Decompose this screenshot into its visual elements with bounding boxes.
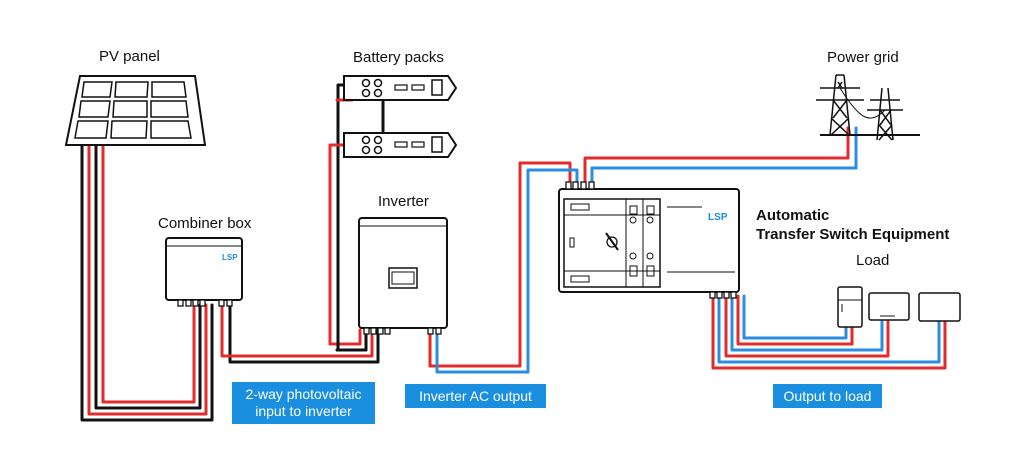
pv-panel-label: PV panel [99,48,160,65]
ats-unit: LSP [558,181,740,299]
battery-packs-label: Battery packs [353,49,444,66]
pv-input-tag-line1: 2-way photovoltaic [245,386,362,402]
power-grid-label: Power grid [827,49,899,66]
load-wires [711,294,947,370]
fridge-icon [837,286,863,328]
battery-pack-top [343,75,458,101]
ats-title-line2: Transfer Switch Equipment [756,226,950,243]
pv-input-tag: 2-way photovoltaic input to inverter [232,382,375,424]
inverter-ac-output-tag: Inverter AC output [405,384,546,408]
combiner-box-label: Combiner box [158,215,252,232]
ats-title-line1: Automatic [756,207,830,224]
combiner-logo: LSP [222,253,238,262]
ats-logo: LSP [708,212,728,223]
appliance-icon [918,292,961,322]
pv-to-combiner-wires [80,143,214,422]
power-tower-icon [816,74,920,141]
pv-input-tag-line2: input to inverter [255,403,352,419]
combiner-box: LSP [165,237,243,307]
combiner-to-inverter-wires [220,303,380,364]
inverter-ac-wires [428,161,579,374]
load-label: Load [856,252,890,269]
battery-pack-bottom [343,132,458,158]
air-conditioner-icon [868,292,910,321]
grid-wires [583,126,858,184]
output-to-load-tag: Output to load [773,384,882,408]
inverter [358,217,448,335]
pv-panel [64,75,207,146]
inverter-label: Inverter [378,193,429,210]
